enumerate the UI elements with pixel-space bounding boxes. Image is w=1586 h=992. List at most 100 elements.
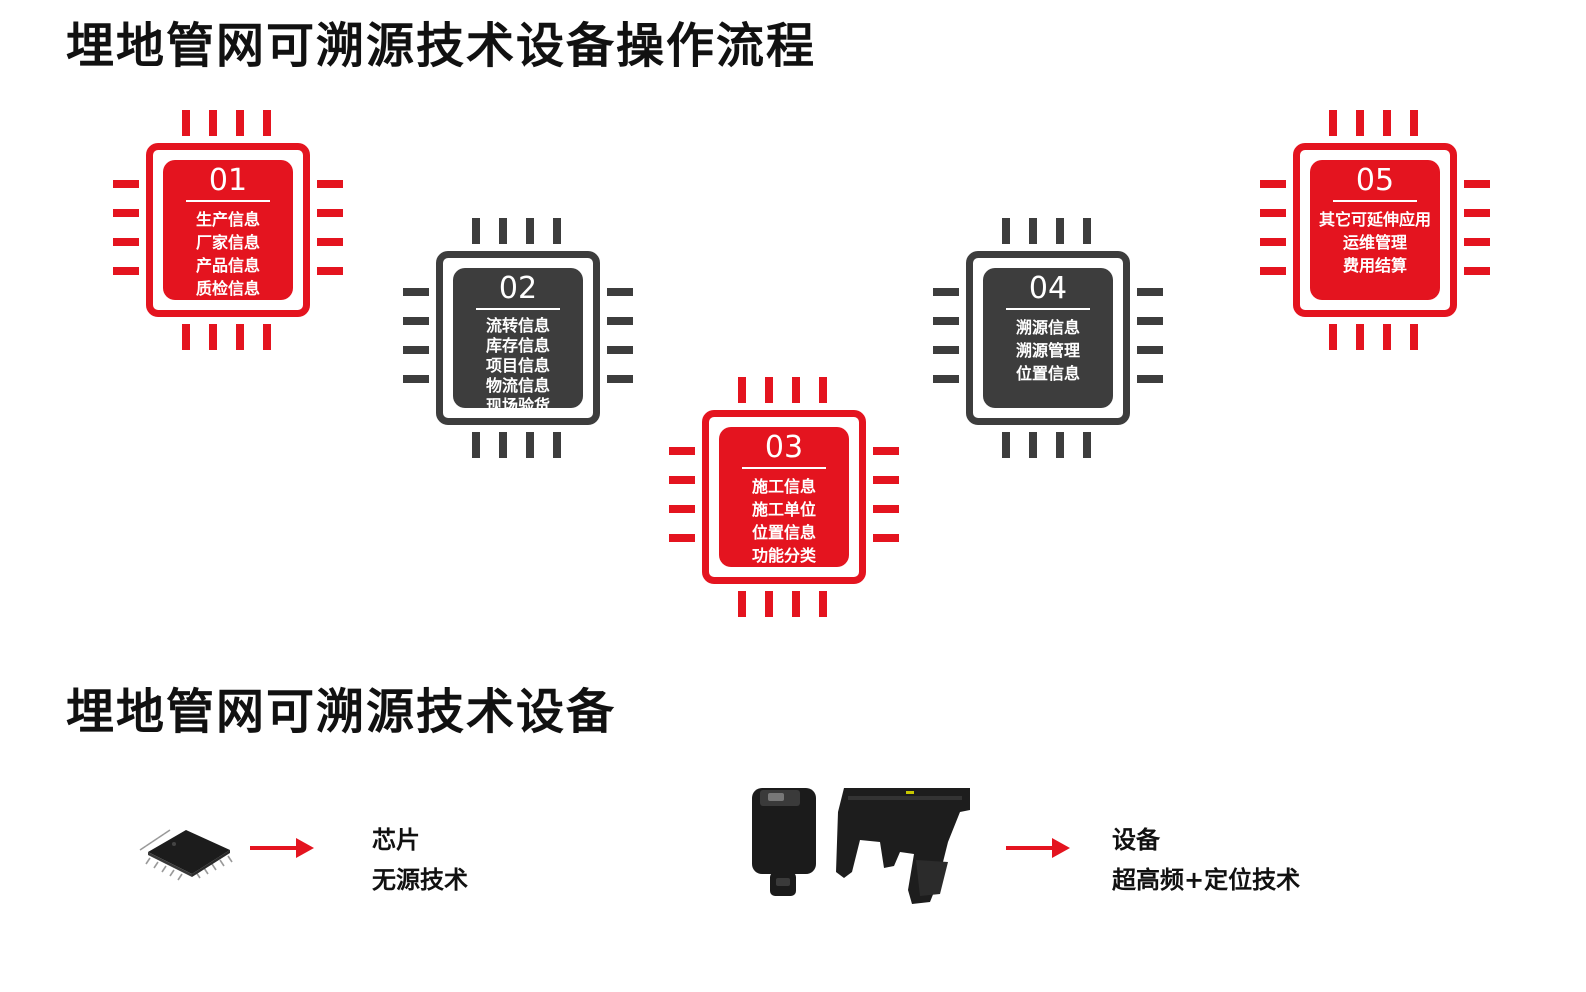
step-line: 质检信息 xyxy=(195,279,260,298)
chip-pin xyxy=(738,377,746,403)
step-number: 05 xyxy=(1333,164,1417,202)
step-line: 现场验货 xyxy=(485,396,550,415)
step-line: 位置信息 xyxy=(1015,364,1080,383)
step-line: 产品信息 xyxy=(195,256,260,275)
chip-pin xyxy=(472,218,480,244)
chip-pin xyxy=(113,267,139,275)
chip-pin xyxy=(403,288,429,296)
chip-pin xyxy=(1410,110,1418,136)
chip-pin xyxy=(1410,324,1418,350)
chip-pin xyxy=(669,505,695,513)
chip-inner: 02 流转信息库存信息项目信息物流信息现场验货 xyxy=(453,268,583,415)
step-number: 01 xyxy=(186,164,270,202)
chip-pin xyxy=(317,180,343,188)
chip-pin xyxy=(236,110,244,136)
chip-pin xyxy=(1260,209,1286,217)
chip-pin xyxy=(317,238,343,246)
chip-pin xyxy=(607,288,633,296)
chip-pin xyxy=(1329,324,1337,350)
chip-pin xyxy=(1056,218,1064,244)
chip-pin xyxy=(933,288,959,296)
chip-pin xyxy=(1137,288,1163,296)
chip-pin xyxy=(873,447,899,455)
chip-pin xyxy=(792,591,800,617)
step-line: 物流信息 xyxy=(485,376,550,395)
chip-pin xyxy=(1029,218,1037,244)
chip-label: 芯片 无源技术 xyxy=(372,820,468,900)
chip-pin xyxy=(1260,267,1286,275)
step-line: 位置信息 xyxy=(751,523,816,542)
chip-arrow xyxy=(250,838,314,858)
step-line: 功能分类 xyxy=(751,546,816,565)
chip-label-line: 芯片 xyxy=(372,826,420,854)
step-line: 库存信息 xyxy=(485,336,550,355)
step-line: 项目信息 xyxy=(485,356,550,375)
chip-pin xyxy=(1260,180,1286,188)
step-lines: 溯源信息溯源管理位置信息 xyxy=(1016,316,1080,385)
step-line: 施工单位 xyxy=(751,500,816,519)
chip-pin xyxy=(526,218,534,244)
chip-pin xyxy=(263,110,271,136)
chip-pin xyxy=(669,534,695,542)
chip-inner: 04 溯源信息溯源管理位置信息 xyxy=(983,268,1113,408)
chip-pin xyxy=(765,591,773,617)
step-chip-02: 02 流转信息库存信息项目信息物流信息现场验货 xyxy=(403,218,633,458)
step-chip-04: 04 溯源信息溯源管理位置信息 xyxy=(933,218,1163,458)
chip-pin xyxy=(317,209,343,217)
chip-pin xyxy=(182,324,190,350)
step-number: 02 xyxy=(476,272,560,310)
chip-pin xyxy=(738,591,746,617)
chip-pin xyxy=(933,317,959,325)
chip-pin xyxy=(113,238,139,246)
chip-pin xyxy=(403,317,429,325)
chip-pin xyxy=(526,432,534,458)
chip-pin xyxy=(472,432,480,458)
chip-pin xyxy=(1260,238,1286,246)
chip-label-line: 无源技术 xyxy=(372,866,468,894)
chip-pin xyxy=(792,377,800,403)
chip-pin xyxy=(1137,346,1163,354)
chip-pin xyxy=(317,267,343,275)
chip-pin xyxy=(1383,110,1391,136)
chip-pin xyxy=(182,110,190,136)
chip-pin xyxy=(1329,110,1337,136)
chip-pin xyxy=(113,209,139,217)
chip-pin xyxy=(263,324,271,350)
chip-pin xyxy=(499,432,507,458)
step-lines: 施工信息施工单位位置信息功能分类 xyxy=(752,475,816,567)
chip-pin xyxy=(1464,209,1490,217)
step-line: 生产信息 xyxy=(195,210,260,229)
step-line: 流转信息 xyxy=(485,316,550,335)
device-label-line: 超高频+定位技术 xyxy=(1112,866,1301,894)
handheld-reader-icon xyxy=(752,788,970,904)
chip-pin xyxy=(1056,432,1064,458)
step-line: 其它可延伸应用 xyxy=(1318,210,1431,229)
chip-pin xyxy=(765,377,773,403)
step-number: 03 xyxy=(742,431,826,469)
chip-pin xyxy=(669,447,695,455)
chip-pin xyxy=(819,377,827,403)
chip-pin xyxy=(403,375,429,383)
chip-body: 04 溯源信息溯源管理位置信息 xyxy=(966,251,1130,425)
step-lines: 生产信息厂家信息产品信息质检信息 xyxy=(196,208,260,300)
terminal-body xyxy=(752,788,816,874)
step-lines: 流转信息库存信息项目信息物流信息现场验货 xyxy=(486,316,550,416)
chip-pin xyxy=(236,324,244,350)
chip-pin xyxy=(1083,432,1091,458)
chip-pin xyxy=(933,346,959,354)
chip-pin xyxy=(553,218,561,244)
process-title: 埋地管网可溯源技术设备操作流程 xyxy=(66,18,817,74)
chip-body: 02 流转信息库存信息项目信息物流信息现场验货 xyxy=(436,251,600,425)
device-arrow xyxy=(1006,838,1070,858)
step-number: 04 xyxy=(1006,272,1090,310)
chip-pin xyxy=(1383,324,1391,350)
chip-pin xyxy=(209,324,217,350)
chip-pin xyxy=(403,346,429,354)
